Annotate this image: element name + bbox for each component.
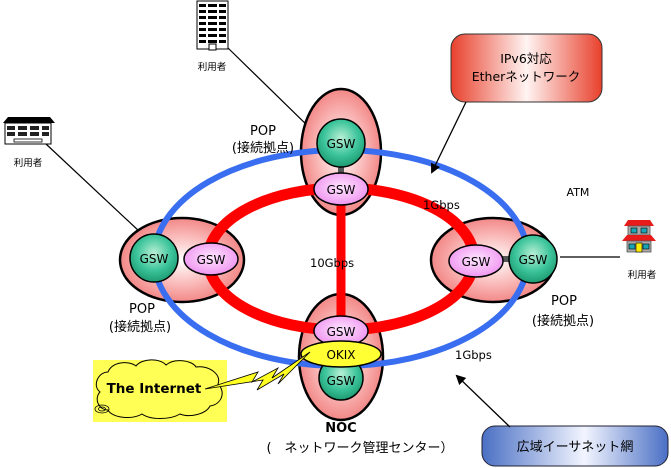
user-label-right: 利用者: [628, 269, 657, 281]
speed-label-inner-ring: 1Gbps: [423, 198, 460, 212]
ipv6-callout-line2: Etherネットワーク: [472, 69, 581, 84]
gsw-node[interactable]: [316, 118, 366, 168]
user-label-top: 利用者: [198, 61, 227, 73]
gsw-node[interactable]: [313, 172, 369, 206]
pop-left-title: POP: [129, 302, 155, 317]
pop-left: GSW GSW: [129, 233, 239, 283]
gsw-label: GSW: [140, 252, 169, 266]
ipv6-callout-line1: IPv6対応: [500, 51, 552, 66]
gsw-label: GSW: [327, 137, 356, 151]
gsw-node[interactable]: [129, 233, 179, 283]
gsw-label: GSW: [462, 255, 491, 269]
wide-ethernet-arrow: [455, 374, 511, 428]
speed-label-backbone: 10Gbps: [310, 256, 354, 270]
pop-right: GSW GSW: [448, 234, 558, 284]
house-icon: [622, 220, 656, 253]
gsw-node[interactable]: [448, 244, 504, 278]
wide-ethernet-label: 広域イーサネット網: [517, 440, 634, 455]
lightning-link-icon: [204, 351, 311, 391]
user-link-left: [45, 143, 141, 233]
gsw-label: GSW: [327, 374, 356, 388]
wide-ethernet-callout: 広域イーサネット網: [481, 425, 669, 467]
ipv6-callout-arrow: [430, 101, 467, 174]
user-link-top: [227, 47, 313, 131]
pop-top-title: POP: [250, 124, 276, 139]
connector-top: [338, 160, 344, 180]
gsw-label: GSW: [327, 183, 356, 197]
public-building-icon: [3, 117, 55, 145]
gsw-label: GSW: [197, 253, 226, 267]
gsw-label: GSW: [519, 253, 548, 267]
internet-label: The Internet: [107, 381, 202, 397]
noc: GSW GSW OKIX: [300, 315, 382, 401]
pop-right-subtitle: (接続拠点): [532, 313, 594, 329]
gsw-node[interactable]: [183, 242, 239, 276]
noc-subtitle: ( ネットワーク管理センター）: [266, 441, 453, 456]
gsw-node[interactable]: [508, 234, 558, 284]
pop-right-title: POP: [551, 294, 577, 309]
noc-title: NOC: [325, 421, 356, 436]
ipv6-callout: IPv6対応 Etherネットワーク: [450, 33, 603, 103]
pop-left-subtitle: (接続拠点): [109, 319, 171, 335]
pop-top-subtitle: (接続拠点): [232, 140, 294, 156]
speed-label-outer-ring: 1Gbps: [455, 348, 492, 362]
okix-node[interactable]: [300, 340, 382, 368]
pop-top: GSW GSW: [313, 118, 369, 206]
okix-label: OKIX: [326, 348, 355, 362]
atm-label: ATM: [567, 186, 590, 199]
connector-right: [500, 256, 516, 262]
gsw-label: GSW: [327, 325, 356, 339]
office-building-icon: [196, 0, 229, 51]
internet-cloud: The Internet: [93, 359, 227, 422]
user-label-left: 利用者: [14, 157, 43, 169]
